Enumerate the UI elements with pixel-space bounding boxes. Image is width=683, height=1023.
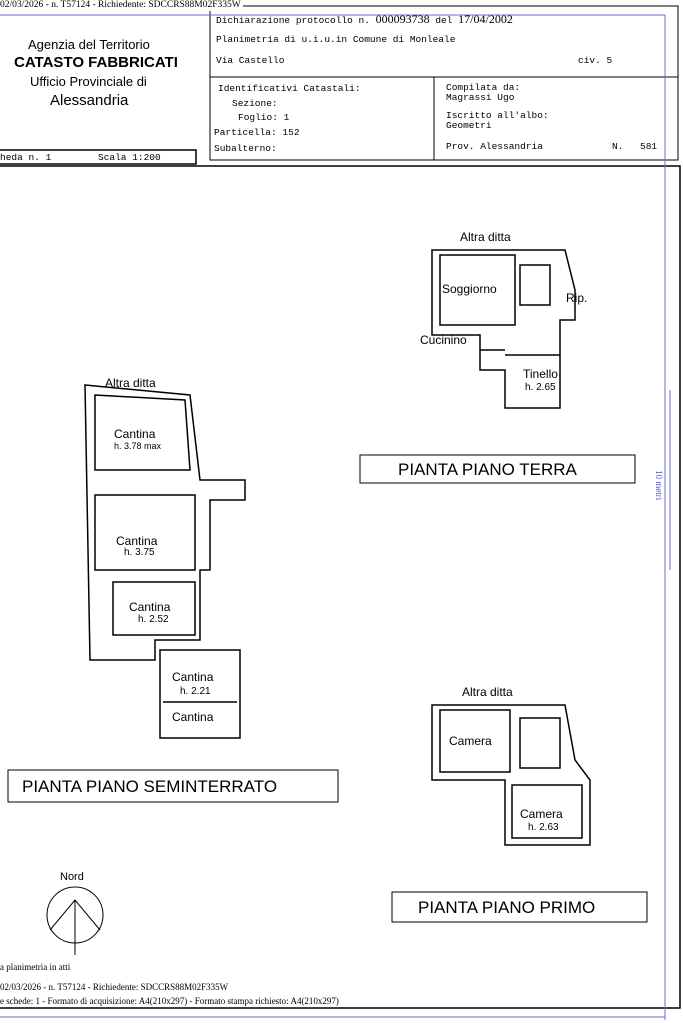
protocol-number: 000093738 <box>375 12 430 26</box>
scale-bar-label: 10 metri <box>654 470 664 501</box>
room-cantina-3: Cantina <box>129 600 171 614</box>
room-ripostiglio: Rip. <box>566 291 588 305</box>
room-camera-2: Camera <box>520 807 563 821</box>
room-camera-1: Camera <box>449 734 492 748</box>
office-label: Ufficio Provinciale di <box>30 74 147 89</box>
planimetria-line: Planimetria di u.i.u.in Comune di Monlea… <box>216 34 456 45</box>
albo-value: Geometri <box>446 120 492 131</box>
catasto-title: CATASTO FABBRICATI <box>14 54 178 71</box>
footer-stamp: 02/03/2026 - n. T57124 - Richiedente: SD… <box>0 982 229 992</box>
scheda: heda n. 1 <box>0 152 52 163</box>
floor-plan-seminterrato <box>84 384 246 739</box>
header-stamp: 02/03/2026 - n. T57124 - Richiedente: SD… <box>0 0 243 11</box>
room-cantina-5: Cantina <box>172 710 214 724</box>
particella: Particella: 152 <box>214 127 300 138</box>
province: Prov. Alessandria <box>446 141 543 152</box>
floor-plan-primo <box>431 704 591 846</box>
agency-name: Agenzia del Territorio <box>28 37 150 52</box>
albo-label: Iscritto all'albo: <box>446 110 549 121</box>
title-piano-primo: PIANTA PIANO PRIMO <box>418 898 596 917</box>
foglio: Foglio: 1 <box>238 112 290 123</box>
title-piano-seminterrato: PIANTA PIANO SEMINTERRATO <box>22 777 278 796</box>
floor-plan-terra <box>431 249 576 409</box>
terra-altra-ditta: Altra ditta <box>460 230 511 244</box>
room-soggiorno: Soggiorno <box>442 282 497 296</box>
room-tinello: Tinello <box>523 367 558 381</box>
cantina-2-height: h. 3.75 <box>124 547 155 558</box>
camera-2-height: h. 2.63 <box>528 822 559 833</box>
tinello-height: h. 2.65 <box>525 382 556 393</box>
footer-atti: a planimetria in atti <box>0 962 71 972</box>
cantina-4-height: h. 2.21 <box>180 686 211 697</box>
declaration-label: Dichiarazione protocollo n. <box>216 15 370 26</box>
n-value: 581 <box>640 141 658 152</box>
cantina-3-height: h. 2.52 <box>138 614 169 625</box>
subalterno: Subalterno: <box>214 143 277 154</box>
compilata-label: Compilata da: <box>446 82 521 93</box>
room-cantina-1: Cantina <box>114 427 156 441</box>
address: Via Castello <box>216 55 285 66</box>
title-piano-terra: PIANTA PIANO TERRA <box>398 460 577 479</box>
ident-title: Identificativi Catastali: <box>218 83 361 94</box>
del-label: del <box>435 15 453 26</box>
primo-altra-ditta: Altra ditta <box>462 685 513 699</box>
room-cantina-4: Cantina <box>172 670 214 684</box>
office-city: Alessandria <box>50 92 129 109</box>
sezione: Sezione: <box>232 98 278 109</box>
room-cucinino: Cucinino <box>420 333 467 347</box>
n-label: N. <box>612 141 624 152</box>
room-cantina-2: Cantina <box>116 534 158 548</box>
scale: Scala 1:200 <box>98 152 161 163</box>
compilata-name: Magrassi Ugo <box>446 92 515 103</box>
cantina-1-height: h. 3.78 max <box>114 441 162 451</box>
civic-number: civ. 5 <box>578 55 613 66</box>
protocol-date: 17/04/2002 <box>458 12 513 26</box>
north-label: Nord <box>60 871 84 883</box>
sem-altra-ditta: Altra ditta <box>105 376 156 390</box>
footer-format: e schede: 1 - Formato di acquisizione: A… <box>0 996 339 1006</box>
